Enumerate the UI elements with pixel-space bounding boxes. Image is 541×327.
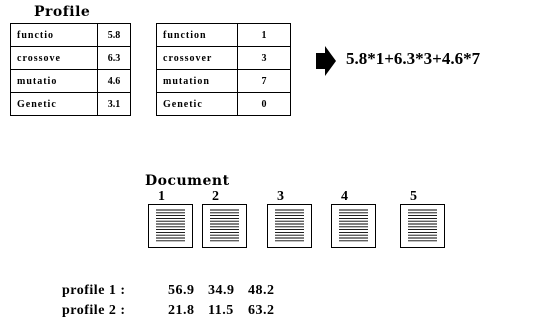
term-cell: mutatio	[10, 69, 98, 93]
table-row: mutation 7	[156, 69, 291, 93]
document-count-table: function 1 crossover 3 mutation 7 Geneti…	[156, 23, 291, 116]
score-value: 21.8	[168, 303, 195, 318]
score-value: 48.2	[248, 283, 275, 298]
term-cell: functio	[10, 23, 98, 47]
weight-cell: 3.1	[97, 92, 131, 116]
term-cell: mutation	[156, 69, 238, 93]
score-value: 11.5	[208, 303, 234, 318]
document-title: Document	[145, 173, 230, 189]
document-page-icon	[148, 204, 193, 248]
document-page-icon	[400, 204, 445, 248]
document-page-icon	[331, 204, 376, 248]
score-value: 56.9	[168, 283, 195, 298]
term-cell: function	[156, 23, 238, 47]
term-cell: Genetic	[156, 92, 238, 116]
count-cell: 0	[237, 92, 291, 116]
document-page-icon	[202, 204, 247, 248]
table-row: mutatio 4.6	[10, 69, 131, 93]
weight-cell: 5.8	[97, 23, 131, 47]
score-value: 63.2	[248, 303, 275, 318]
document-number: 1	[158, 189, 165, 204]
count-cell: 3	[237, 46, 291, 70]
document-5: 5	[392, 190, 454, 248]
document-4: 4	[323, 190, 385, 248]
document-1: 1	[140, 190, 202, 248]
score-formula: 5.8*1+6.3*3+4.6*7	[346, 49, 481, 68]
table-row: Genetic 3.1	[10, 92, 131, 116]
document-number: 3	[277, 189, 284, 204]
right-arrow-icon	[316, 46, 336, 76]
table-row: crossove 6.3	[10, 46, 131, 70]
weight-cell: 6.3	[97, 46, 131, 70]
weight-cell: 4.6	[97, 69, 131, 93]
document-number: 2	[212, 189, 219, 204]
table-row: function 1	[156, 23, 291, 47]
profile-score-row: profile 2 : 21.8 11.5 63.2	[62, 303, 288, 319]
table-row: functio 5.8	[10, 23, 131, 47]
document-number: 4	[341, 189, 348, 204]
profile-score-row: profile 1 : 56.9 34.9 48.2	[62, 283, 288, 299]
profile-label: profile 2 :	[62, 303, 126, 318]
term-cell: crossover	[156, 46, 238, 70]
document-number: 5	[410, 189, 417, 204]
term-cell: crossove	[10, 46, 98, 70]
table-row: crossover 3	[156, 46, 291, 70]
document-2: 2	[194, 190, 256, 248]
document-page-icon	[267, 204, 312, 248]
score-value: 34.9	[208, 283, 235, 298]
profile-title: Profile	[34, 4, 91, 20]
term-cell: Genetic	[10, 92, 98, 116]
table-row: Genetic 0	[156, 92, 291, 116]
document-3: 3	[259, 190, 321, 248]
profile-weight-table: functio 5.8 crossove 6.3 mutatio 4.6 Gen…	[10, 23, 131, 116]
count-cell: 1	[237, 23, 291, 47]
count-cell: 7	[237, 69, 291, 93]
profile-label: profile 1 :	[62, 283, 126, 298]
